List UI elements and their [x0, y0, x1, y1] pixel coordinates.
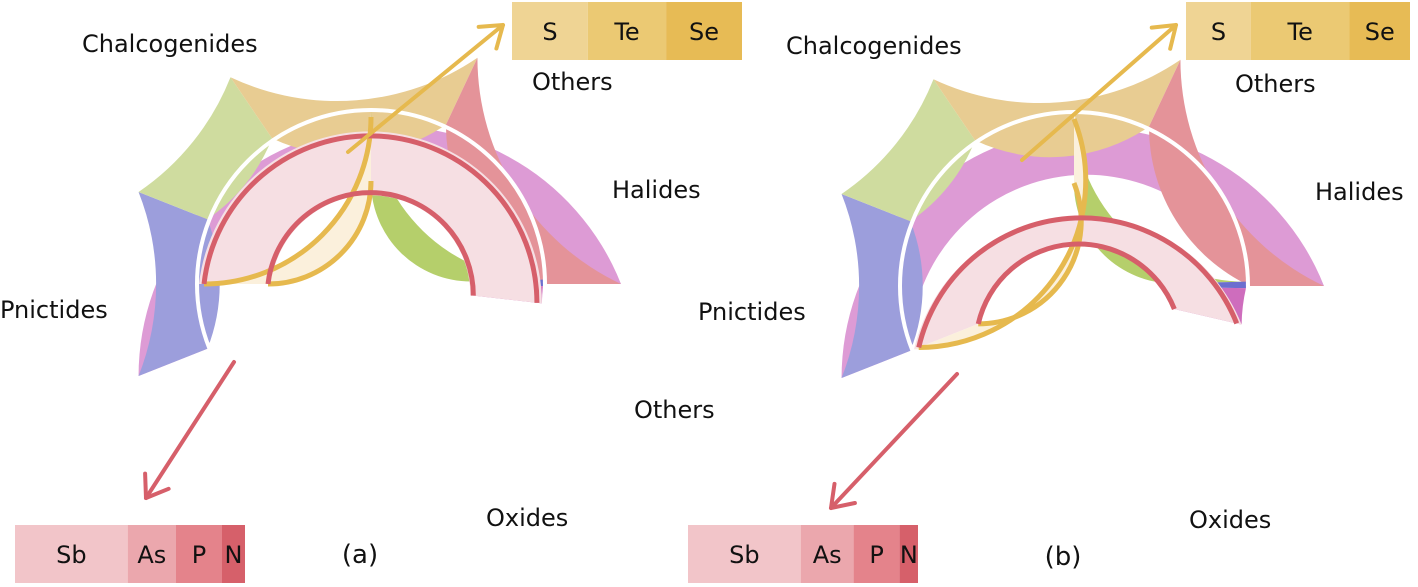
panel-caption: (b): [1045, 542, 1082, 572]
pnictides-accent-arc-inner: [975, 241, 1177, 325]
inner-wedge-chalcogenides: [199, 112, 371, 284]
inner-wedge-segment-0: [371, 112, 543, 282]
bar-segment-sb: [688, 525, 801, 583]
bar-segment-p: [176, 525, 222, 583]
bar-label-se: Se: [1365, 18, 1395, 46]
bar-label-sb: Sb: [56, 541, 86, 569]
label-chalcogenides: Chalcogenides: [82, 30, 258, 58]
bar-label-as: As: [137, 541, 166, 569]
label-others: Others: [1235, 70, 1316, 98]
chalcogenides-arrow: [1020, 23, 1178, 162]
outer-wedge-pnictides: [1148, 59, 1324, 286]
pnictides-accent-arc-outer: [201, 133, 540, 303]
panel-caption: (a): [342, 540, 378, 570]
bar-label-te: Te: [613, 18, 639, 46]
bar-label-p: P: [869, 541, 883, 569]
bar-segment-se: [1349, 2, 1410, 60]
pnictides-accent-arc-outer: [916, 215, 1240, 349]
panel-b: Oxides Halides Others ChalcogenidesPnictide…: [688, 2, 1410, 583]
bar-segment-n: [899, 525, 918, 583]
inner-wedge-pnictides: [914, 215, 1242, 350]
pnictides-arrow: [144, 360, 236, 500]
bar-label-as: As: [813, 541, 842, 569]
chalcogenides-accent-arc-outer: [918, 118, 1089, 350]
label-halides: Halides: [1315, 178, 1404, 206]
bar-label-n: N: [900, 541, 918, 569]
label-pnictides: Pnictides: [0, 296, 108, 324]
label-chalcogenides: Chalcogenides: [786, 32, 962, 60]
bar-label-sb: Sb: [729, 541, 759, 569]
label-pnictides: Pnictides: [698, 298, 806, 326]
bar-label-s: S: [1211, 18, 1226, 46]
bar-label-se: Se: [689, 18, 719, 46]
bar-segment-as: [127, 525, 176, 583]
bar-segment-te: [587, 2, 667, 60]
bar-label-p: P: [192, 541, 206, 569]
bar-segment-te: [1250, 2, 1350, 60]
pnictides-arrowhead: [143, 471, 171, 500]
bar-segment-s: [512, 2, 588, 60]
bar-segment-se: [666, 2, 742, 60]
bar-segment-p: [853, 525, 900, 583]
chalcogenides-arrow: [346, 23, 505, 154]
bar-label-s: S: [542, 18, 557, 46]
ring-separator: [195, 108, 547, 460]
chalcogenides-arrowhead: [476, 23, 505, 51]
outer-wedge-halides: [841, 193, 923, 379]
outer-wedge-others: [841, 79, 976, 222]
pnictides-arrowhead: [829, 481, 857, 510]
label-oxides: Oxides: [486, 504, 568, 532]
chalcogenides-accent-arc-inner: [978, 182, 1084, 327]
bar-segment-n: [222, 525, 245, 583]
label-others: Others: [532, 68, 613, 96]
bar-segment-sb: [15, 525, 128, 583]
chalcogenides-accent-arc-inner: [267, 180, 374, 287]
outer-wedge-halides: [138, 191, 220, 377]
inner-wedge-pnictides: [199, 131, 542, 304]
chalcogenides-accent-arc-outer: [203, 116, 374, 287]
pnictides-accent-arc-inner: [265, 190, 476, 296]
annotation-others: Others: [634, 396, 715, 424]
panel-a: OxidesHalidesOthersChalcogenidesPnictide…: [0, 2, 742, 583]
bar-segment-as: [800, 525, 854, 583]
label-oxides: Oxides: [1189, 506, 1271, 534]
chalcogenides-arrowhead: [1149, 23, 1178, 51]
pnictides-arrow: [829, 372, 959, 510]
bar-label-te: Te: [1287, 18, 1313, 46]
outer-wedge-others: [138, 77, 273, 220]
label-halides: Halides: [612, 176, 701, 204]
bar-segment-s: [1186, 2, 1251, 60]
bar-label-n: N: [225, 541, 243, 569]
